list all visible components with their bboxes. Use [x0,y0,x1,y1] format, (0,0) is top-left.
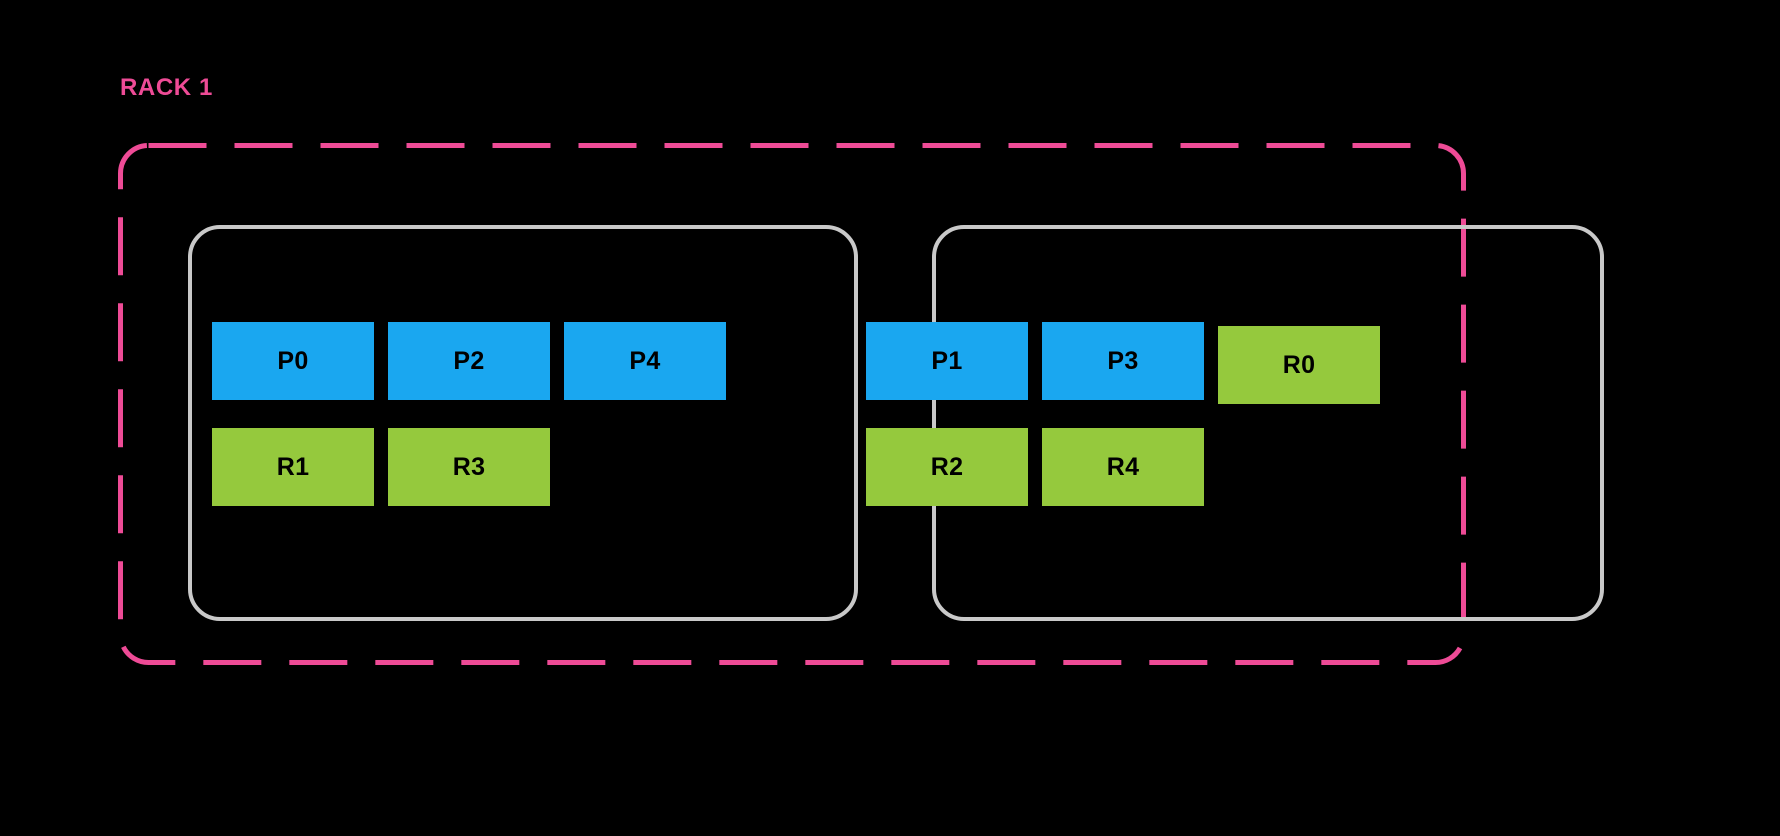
unit-box-r2[interactable]: R2 [866,428,1028,506]
unit-box-p1[interactable]: P1 [866,322,1028,400]
unit-label: R2 [930,452,964,481]
unit-label: P3 [1107,346,1139,375]
unit-label: R3 [452,452,486,481]
unit-label: P4 [629,346,661,375]
unit-label: P1 [931,346,963,375]
unit-label: R4 [1106,452,1140,481]
unit-box-p2[interactable]: P2 [388,322,550,400]
node-panel-right [932,225,1604,621]
unit-box-r3[interactable]: R3 [388,428,550,506]
unit-box-p4[interactable]: P4 [564,322,726,400]
unit-box-p0[interactable]: P0 [212,322,374,400]
unit-label: R0 [1282,350,1316,379]
unit-box-r1[interactable]: R1 [212,428,374,506]
unit-box-p3[interactable]: P3 [1042,322,1204,400]
unit-label: P0 [277,346,309,375]
rack-label: RACK 1 [120,74,213,101]
unit-label: R1 [276,452,310,481]
unit-box-r0[interactable]: R0 [1218,326,1380,404]
unit-box-r4[interactable]: R4 [1042,428,1204,506]
unit-label: P2 [453,346,485,375]
node-panel-left [188,225,858,621]
